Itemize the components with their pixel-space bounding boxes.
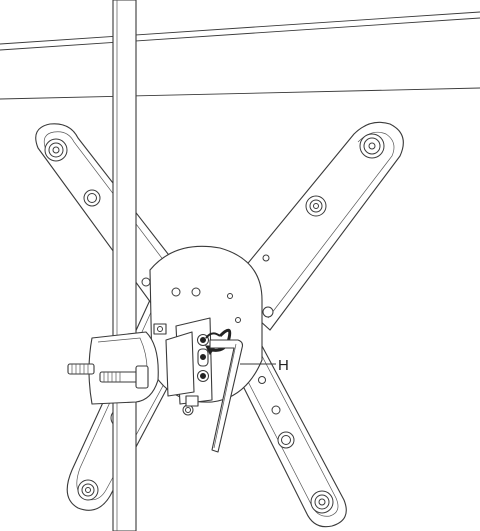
pole-clamp bbox=[67, 331, 159, 405]
callout-label-h: H bbox=[278, 357, 289, 374]
support-pole bbox=[112, 0, 137, 531]
adjustment-screws bbox=[197, 334, 209, 382]
wall-lines bbox=[0, 11, 480, 100]
hex-key-tool bbox=[209, 339, 244, 453]
mount-arm-lower-right bbox=[229, 345, 347, 528]
